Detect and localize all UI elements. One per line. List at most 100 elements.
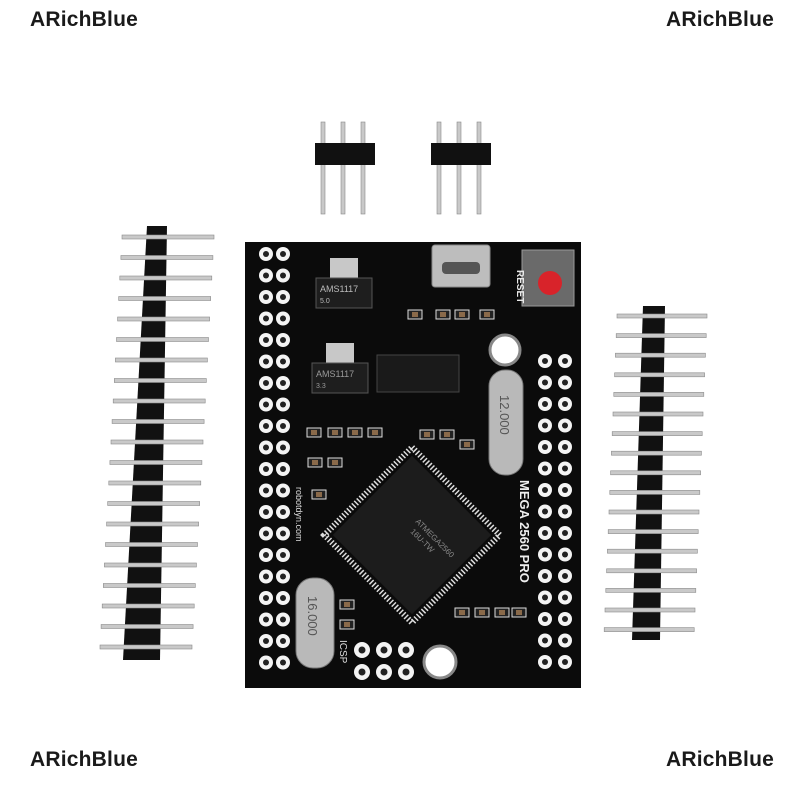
header-pin (111, 419, 205, 424)
header-pin (611, 450, 702, 456)
header-pin (106, 521, 199, 527)
usb-serial-chip (376, 354, 460, 393)
hole (263, 638, 269, 644)
hole (280, 616, 286, 623)
hole (263, 315, 269, 322)
board-site-label: robotdyn.com (294, 487, 304, 542)
header-pin (614, 372, 705, 378)
header-pin (101, 603, 195, 609)
smd-body (484, 312, 490, 317)
hole (263, 272, 269, 279)
smd-body (332, 430, 338, 435)
regulator-3v3-label: AMS1117 (316, 369, 354, 379)
pin-holes (259, 247, 572, 680)
header-pin (121, 234, 215, 240)
hole (542, 444, 548, 450)
header-pin (120, 255, 214, 260)
hole (542, 551, 548, 558)
header-pin (607, 548, 698, 554)
hole (263, 444, 269, 451)
smd-body (412, 312, 418, 317)
hole (562, 487, 568, 493)
hole (263, 552, 269, 558)
smd-body (372, 430, 378, 435)
hole (280, 659, 286, 666)
hole (280, 337, 286, 343)
crystal-12mhz-label: 12.000 (497, 395, 512, 435)
hole (280, 294, 286, 300)
header-pin (107, 501, 200, 506)
header-pin (436, 121, 442, 215)
hole (402, 646, 410, 654)
regulator-5v (315, 277, 373, 309)
regulator-5v-label: AMS1117 (320, 284, 358, 294)
header-pin (603, 627, 695, 632)
smd-body (499, 610, 505, 615)
smd-body (352, 430, 358, 435)
hole (263, 509, 269, 515)
regulator-5v-sub: 5.0 (320, 298, 330, 305)
smd-body (464, 442, 470, 447)
mounting-hole (488, 333, 522, 367)
hole (562, 401, 568, 407)
header-pin (99, 644, 193, 650)
hole (562, 508, 568, 515)
hole (280, 444, 286, 451)
smd-body (344, 602, 350, 607)
header-pin (115, 357, 208, 363)
hole (263, 487, 269, 494)
header-pin (607, 529, 699, 534)
header-3pin (315, 143, 375, 165)
smd-body (424, 432, 430, 437)
hole (542, 422, 548, 429)
hole (263, 251, 269, 257)
hole (562, 616, 568, 622)
header-pin (112, 398, 206, 404)
hole (380, 668, 388, 676)
hole (280, 552, 286, 558)
mounting-hole (422, 644, 458, 680)
board-model-label: MEGA 2560 PRO (517, 480, 532, 583)
watermark: ARichBlue (666, 748, 774, 771)
header-pin (118, 296, 211, 301)
header-pin (100, 624, 194, 629)
hole (263, 294, 269, 300)
smd-body (479, 610, 485, 615)
header-pin (609, 490, 701, 495)
icsp-label: ICSP (337, 640, 348, 664)
hole (562, 594, 568, 601)
header-pin (604, 607, 696, 613)
header-pin (611, 431, 703, 436)
header-pin (616, 313, 708, 319)
hole (542, 401, 548, 407)
hole (542, 530, 548, 536)
header-pin (108, 480, 202, 486)
hole (263, 423, 269, 429)
hole (263, 380, 269, 386)
hole (280, 272, 286, 279)
header-pin (109, 460, 203, 465)
smd-body (459, 312, 465, 317)
header-pin (103, 583, 196, 588)
hole (280, 251, 286, 257)
crystal-16mhz-label: 16.000 (305, 596, 320, 636)
header-pin (320, 121, 326, 215)
hole (280, 401, 286, 408)
header-pin (117, 316, 210, 322)
hole (542, 487, 548, 493)
hole (280, 509, 286, 515)
regulator-3v3-sub: 3.3 (316, 383, 326, 390)
hole (280, 487, 286, 494)
crystal-12mhz (488, 369, 524, 476)
reset-label: RESET (514, 270, 525, 303)
hole (542, 573, 548, 579)
smd-body (311, 430, 317, 435)
header-pin (119, 275, 213, 281)
hole (263, 401, 269, 408)
smd-body (316, 492, 322, 497)
hole (280, 315, 286, 322)
header-pin (456, 121, 462, 215)
header-pin (360, 121, 366, 215)
